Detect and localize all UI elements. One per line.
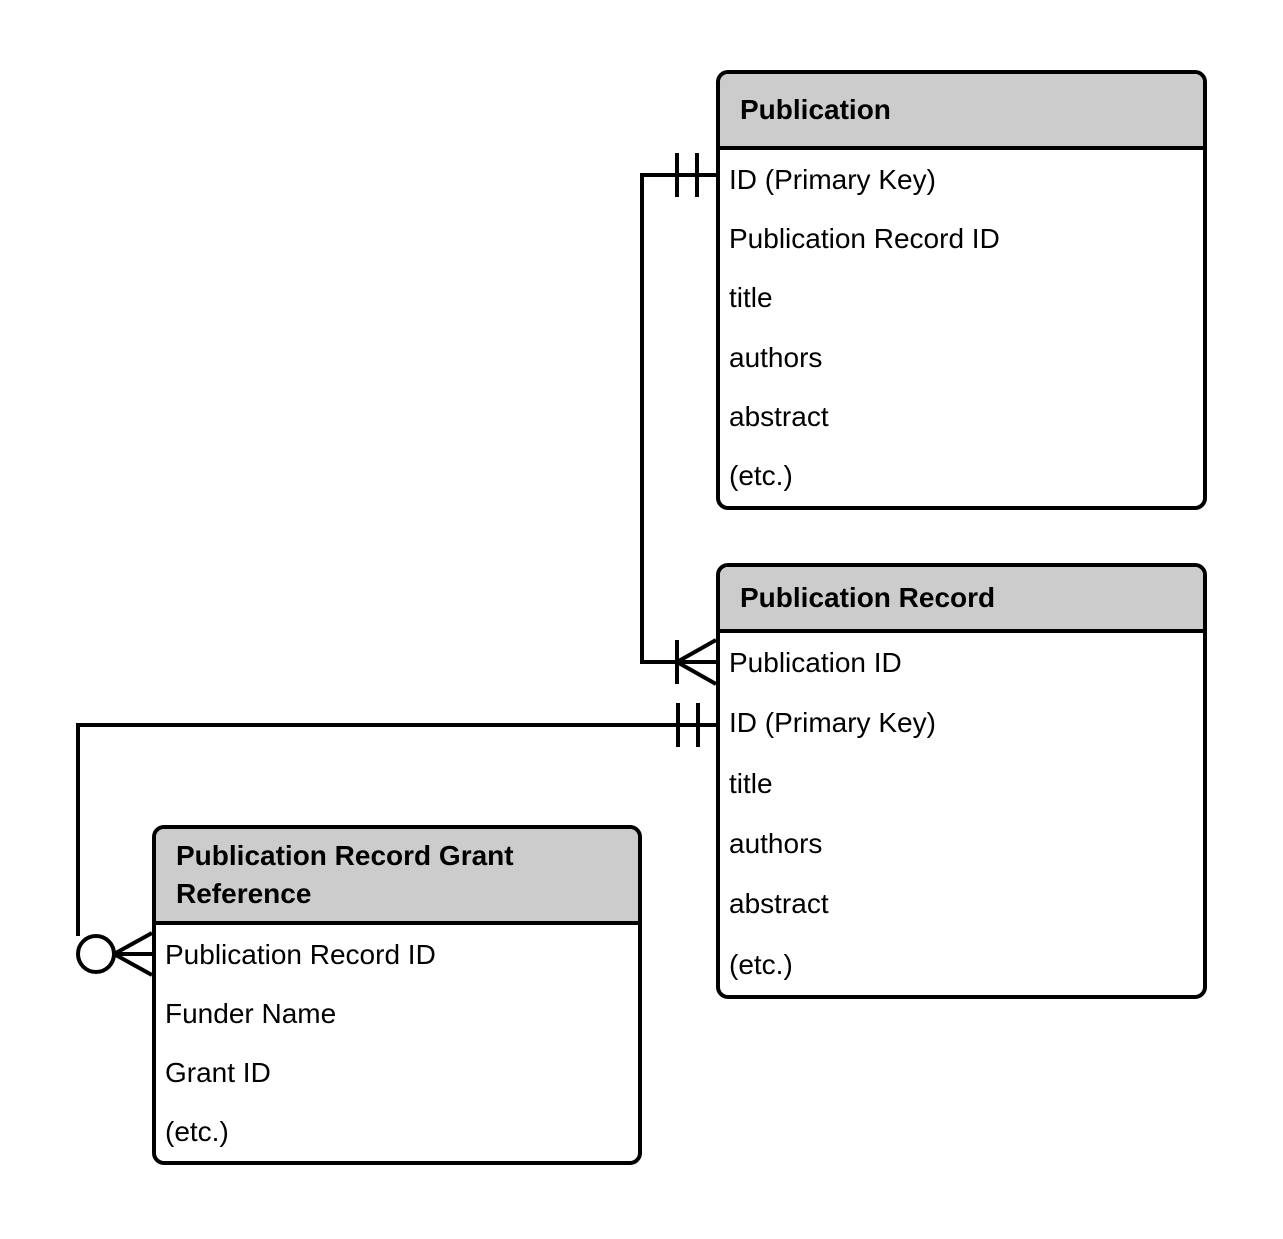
relationship-line xyxy=(640,173,716,664)
field-row: title xyxy=(729,767,773,799)
field-row: Publication Record ID xyxy=(165,938,436,970)
field-row: Funder Name xyxy=(165,997,337,1029)
entity-publication-record[interactable]: Publication Record Publication ID ID (Pr… xyxy=(716,563,1207,999)
field-row: ID (Primary Key) xyxy=(729,163,936,195)
crow-foot-lower-prong xyxy=(676,660,717,686)
entity-publication-record-title: Publication Record xyxy=(740,582,996,613)
relationship-line xyxy=(76,723,716,936)
entity-publication-title: Publication xyxy=(740,94,891,125)
entity-grant-reference-title: Publication Record Grant Reference xyxy=(176,840,514,909)
entity-publication-record-header: Publication Record xyxy=(720,567,1203,633)
crow-foot-upper-prong xyxy=(113,931,153,956)
field-row: title xyxy=(729,282,773,314)
relationship-publication-record-to-grant-reference xyxy=(76,703,716,977)
entity-grant-reference-fields: Publication Record ID Funder Name Grant … xyxy=(156,925,638,1161)
field-row: abstract xyxy=(729,400,829,432)
field-row: authors xyxy=(729,341,823,373)
relationship-publication-to-publication-record xyxy=(640,153,717,686)
field-row: Publication Record ID xyxy=(729,222,1000,254)
field-row: ID (Primary Key) xyxy=(729,707,936,739)
field-row: (etc.) xyxy=(729,460,793,492)
entity-publication-fields: ID (Primary Key) Publication Record ID t… xyxy=(720,150,1203,506)
field-row: abstract xyxy=(729,888,829,920)
field-row: Grant ID xyxy=(165,1056,271,1088)
field-row: (etc.) xyxy=(165,1115,229,1147)
field-row: (etc.) xyxy=(729,948,793,980)
field-row: Publication ID xyxy=(729,647,902,679)
crow-foot-upper-prong xyxy=(676,638,717,664)
entity-publication-record-grant-reference[interactable]: Publication Record Grant Reference Publi… xyxy=(152,825,642,1165)
crow-foot-lower-prong xyxy=(113,952,153,977)
field-row: authors xyxy=(729,828,823,860)
entity-grant-reference-header: Publication Record Grant Reference xyxy=(156,829,638,925)
zero-marker-circle xyxy=(76,934,116,974)
entity-publication-header: Publication xyxy=(720,74,1203,150)
entity-publication[interactable]: Publication ID (Primary Key) Publication… xyxy=(716,70,1207,510)
entity-publication-record-fields: Publication ID ID (Primary Key) title au… xyxy=(720,633,1203,995)
